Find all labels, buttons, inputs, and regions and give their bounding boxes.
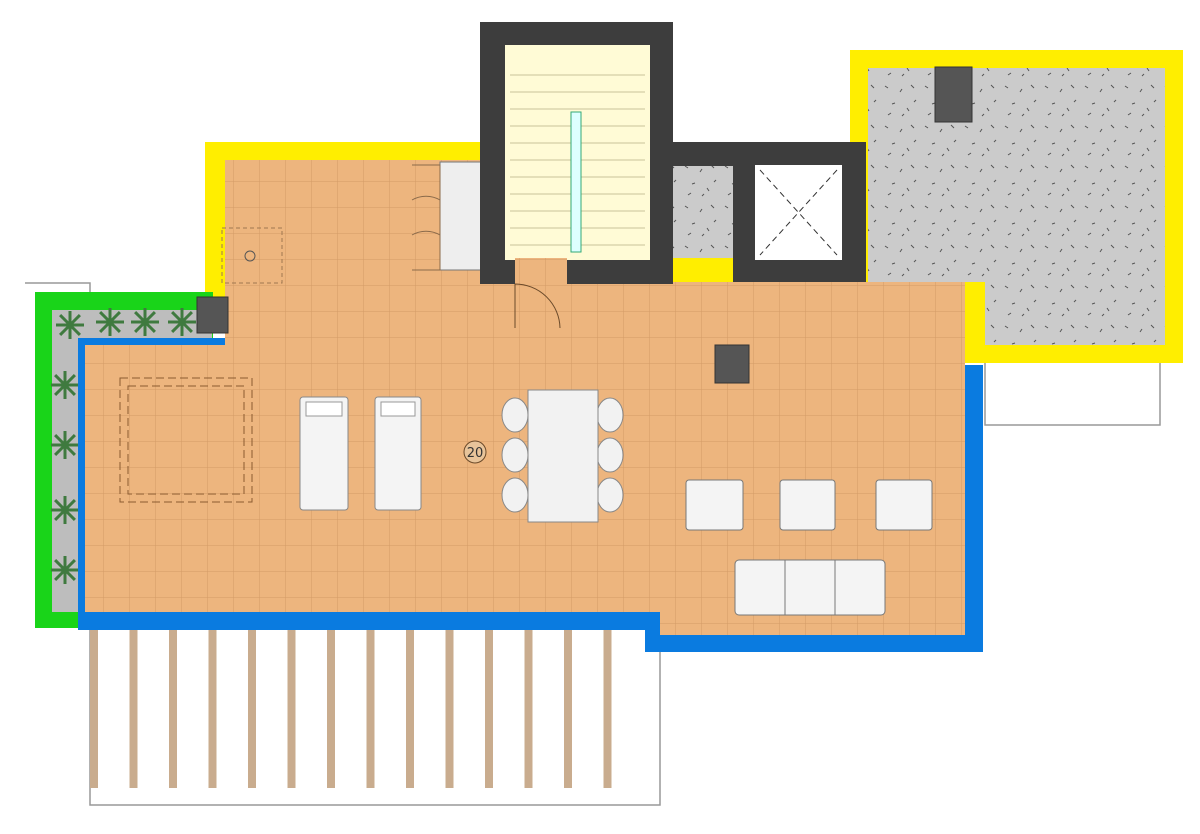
zone-marker xyxy=(463,440,487,464)
sofa xyxy=(734,559,886,616)
vent-left xyxy=(196,296,229,334)
stair-rail xyxy=(570,111,582,253)
pergola xyxy=(90,628,612,788)
dining-chair xyxy=(596,437,624,473)
plant-leaf xyxy=(143,311,156,324)
plant-leaf xyxy=(68,314,81,327)
stair-door xyxy=(514,283,561,329)
zone-label: 20 xyxy=(467,446,484,461)
plant-leaf xyxy=(63,559,76,572)
plant-leaf xyxy=(68,323,81,336)
dining-chairs xyxy=(501,397,624,513)
pergola-beam xyxy=(169,628,177,788)
plant-leaf xyxy=(63,443,76,456)
pergola-beam xyxy=(445,628,454,788)
rug-inner xyxy=(127,385,245,495)
dining-chair xyxy=(501,477,529,513)
pergola-beam xyxy=(327,628,335,788)
armchair xyxy=(685,479,744,531)
plant-leaf xyxy=(143,320,156,333)
pergola-beam xyxy=(564,628,572,788)
dining-chair xyxy=(596,477,624,513)
plant-leaf xyxy=(108,320,121,333)
dining-chair xyxy=(596,397,624,433)
pergola-beam xyxy=(524,628,533,788)
pergola-beam xyxy=(406,628,414,788)
plant-leaf xyxy=(171,311,184,324)
gravel-roof xyxy=(868,68,1165,345)
plant-leaf xyxy=(63,434,76,447)
shower xyxy=(221,227,283,284)
plant-leaf xyxy=(134,311,147,324)
vent-roof xyxy=(934,66,973,123)
elevator-cross xyxy=(759,169,838,256)
plant-leaf xyxy=(63,508,76,521)
plant-leaf xyxy=(59,323,72,336)
vent-center xyxy=(714,344,750,384)
plant-leaf xyxy=(54,559,67,572)
lower-outline xyxy=(25,282,661,806)
pergola-beam xyxy=(129,628,138,788)
connector-gravel xyxy=(673,166,735,258)
plant-leaf xyxy=(180,320,193,333)
pergola-beam xyxy=(366,628,375,788)
pergola-beam xyxy=(208,628,217,788)
plant-leaf xyxy=(108,311,121,324)
cabinet-doors xyxy=(411,164,441,271)
shower-drain xyxy=(244,250,256,262)
plant-leaf xyxy=(54,374,67,387)
terrace-floor xyxy=(85,160,965,635)
plants xyxy=(51,308,196,584)
plant-leaf xyxy=(134,320,147,333)
connector-wall xyxy=(673,142,735,166)
pergola-beam xyxy=(248,628,256,788)
pergola-beam xyxy=(603,628,612,788)
plant-leaf xyxy=(63,374,76,387)
plant-leaf xyxy=(63,499,76,512)
plant-leaf xyxy=(54,568,67,581)
plant-leaf xyxy=(63,568,76,581)
pergola-beam xyxy=(485,628,493,788)
rug xyxy=(119,377,253,503)
sun-lounger xyxy=(374,396,422,511)
stairwell-door-opening xyxy=(515,258,567,284)
armchair xyxy=(875,479,933,531)
plant-leaf xyxy=(54,383,67,396)
dining-chair xyxy=(501,437,529,473)
pergola-beam xyxy=(287,628,296,788)
sofa-seams xyxy=(784,560,836,615)
sun-lounger-pillow xyxy=(305,401,343,417)
plant-leaf xyxy=(99,311,112,324)
plant-leaf xyxy=(54,508,67,521)
storage-unit xyxy=(439,161,483,271)
plant-leaf xyxy=(59,314,72,327)
plant-leaf xyxy=(99,320,112,333)
plant-leaf xyxy=(54,499,67,512)
dining-table xyxy=(527,389,599,523)
sun-lounger xyxy=(299,396,349,511)
plant-leaf xyxy=(180,311,193,324)
plant-leaf xyxy=(171,320,184,333)
plant-leaf xyxy=(54,443,67,456)
pergola-beam xyxy=(90,628,98,788)
plant-leaf xyxy=(63,383,76,396)
plant-leaf xyxy=(54,434,67,447)
dining-chair xyxy=(501,397,529,433)
armchair xyxy=(779,479,836,531)
sun-lounger-pillow xyxy=(380,401,416,417)
